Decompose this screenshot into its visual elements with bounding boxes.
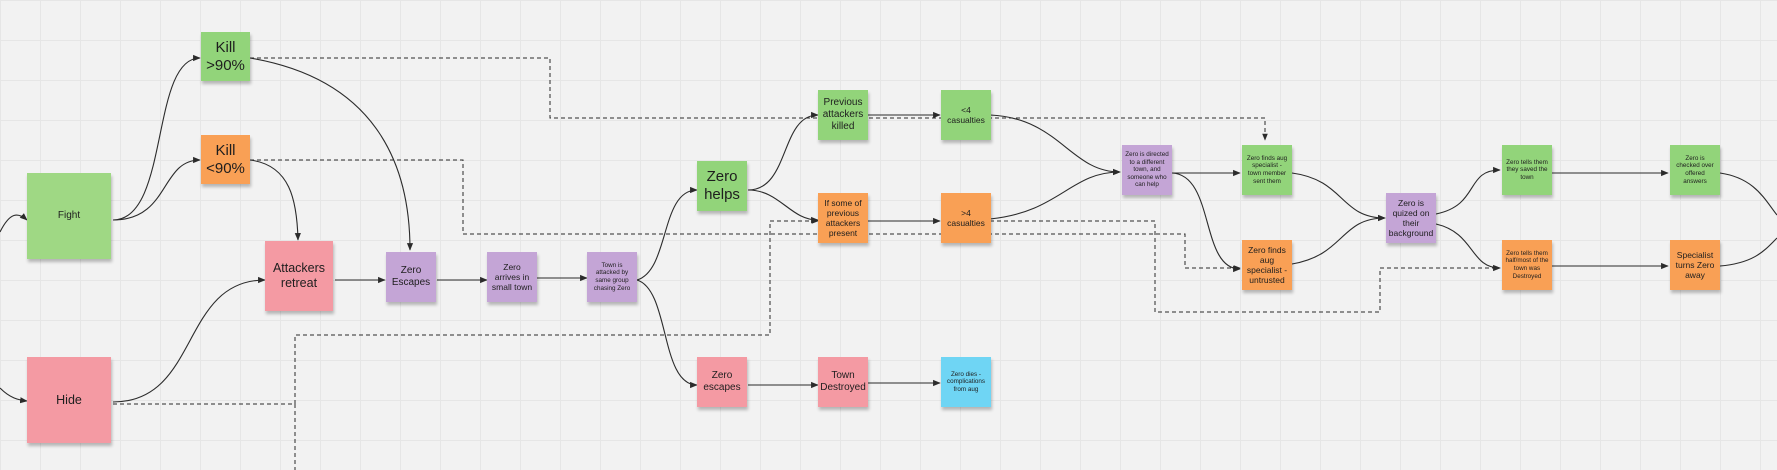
connector-zero-directed-to-finds-aug-untrusted xyxy=(1171,172,1241,273)
connector-hide-to-attackers-retreat xyxy=(112,276,266,403)
connector-quizzed-to-tells-saved xyxy=(1435,166,1501,215)
note-kill-lt-90[interactable]: Kill <90% xyxy=(201,135,250,184)
dashed-kill-gt-to-finds-aug-sent xyxy=(250,57,1268,141)
connector-kill-lt-to-attackers-retreat xyxy=(249,159,301,241)
note-zero-arrives[interactable]: Zero arrives in small town xyxy=(487,252,537,302)
dashed-hide-to-some-present xyxy=(113,218,819,405)
connector-checked-over-offscreen xyxy=(1719,172,1777,216)
note-tells-half-destroyed[interactable]: Zero tells them half/most of the town wa… xyxy=(1502,240,1552,290)
note-previous-attackers-killed[interactable]: Previous attackers killed xyxy=(818,90,868,140)
note-finds-aug-untrusted[interactable]: Zero finds aug specialist - untrusted xyxy=(1242,240,1292,290)
connector-fight-to-kill-lt xyxy=(112,156,201,221)
note-lt4-casualties[interactable]: <4 casualties xyxy=(941,90,991,140)
note-zero-escapes-2[interactable]: Zero escapes xyxy=(697,357,747,407)
note-attackers-retreat[interactable]: Attackers retreat xyxy=(265,241,333,311)
note-some-attackers-present[interactable]: If some of previous attackers present xyxy=(818,193,868,243)
connector-offscreen-to-hide xyxy=(0,387,28,404)
note-zero-directed[interactable]: Zero is directed to a different town, an… xyxy=(1122,145,1172,195)
note-checked-over[interactable]: Zero is checked over offered answers xyxy=(1670,145,1720,195)
connector-finds-aug-untrusted-to-quizzed xyxy=(1291,214,1386,265)
note-hide[interactable]: Hide xyxy=(27,357,111,443)
connector-town-attacked-to-zero-helps xyxy=(636,186,698,281)
note-kill-gt-90[interactable]: Kill >90% xyxy=(201,32,250,81)
note-zero-helps[interactable]: Zero helps xyxy=(697,161,747,211)
connector-specialist-turns-offscreen xyxy=(1719,237,1777,267)
note-zero-dies[interactable]: Zero dies - complications from aug xyxy=(941,357,991,407)
note-finds-aug-sent[interactable]: Zero finds aug specialist - town member … xyxy=(1242,145,1292,195)
connector-offscreen-to-fight xyxy=(0,213,28,233)
note-gt4-casualties[interactable]: >4 casualties xyxy=(941,193,991,243)
connector-kill-gt-to-zero-escapes xyxy=(249,57,414,251)
connector-zero-helps-to-some-present xyxy=(747,189,819,224)
note-zero-escapes[interactable]: Zero Escapes xyxy=(386,252,436,302)
connector-quizzed-to-tells-half xyxy=(1435,223,1501,272)
connector-zero-helps-to-previous-killed xyxy=(747,111,819,191)
note-town-destroyed[interactable]: Town Destroyed xyxy=(818,357,868,407)
connector-lt4-to-zero-directed xyxy=(989,114,1121,176)
connector-gt4-to-zero-directed xyxy=(989,168,1121,220)
note-specialist-turns-away[interactable]: Specialist turns Zero away xyxy=(1670,240,1720,290)
connector-fight-to-kill-gt xyxy=(112,54,201,221)
connector-town-attacked-to-zero-escapes-2 xyxy=(636,279,698,389)
note-tells-saved-town[interactable]: Zero tells them they saved the town xyxy=(1502,145,1552,195)
connector-finds-aug-sent-to-quizzed xyxy=(1291,172,1386,222)
note-town-attacked[interactable]: Town is attacked by same group chasing Z… xyxy=(587,252,637,302)
note-quizzed-background[interactable]: Zero is quized on their background xyxy=(1386,193,1436,243)
note-fight[interactable]: Fight xyxy=(27,173,111,259)
